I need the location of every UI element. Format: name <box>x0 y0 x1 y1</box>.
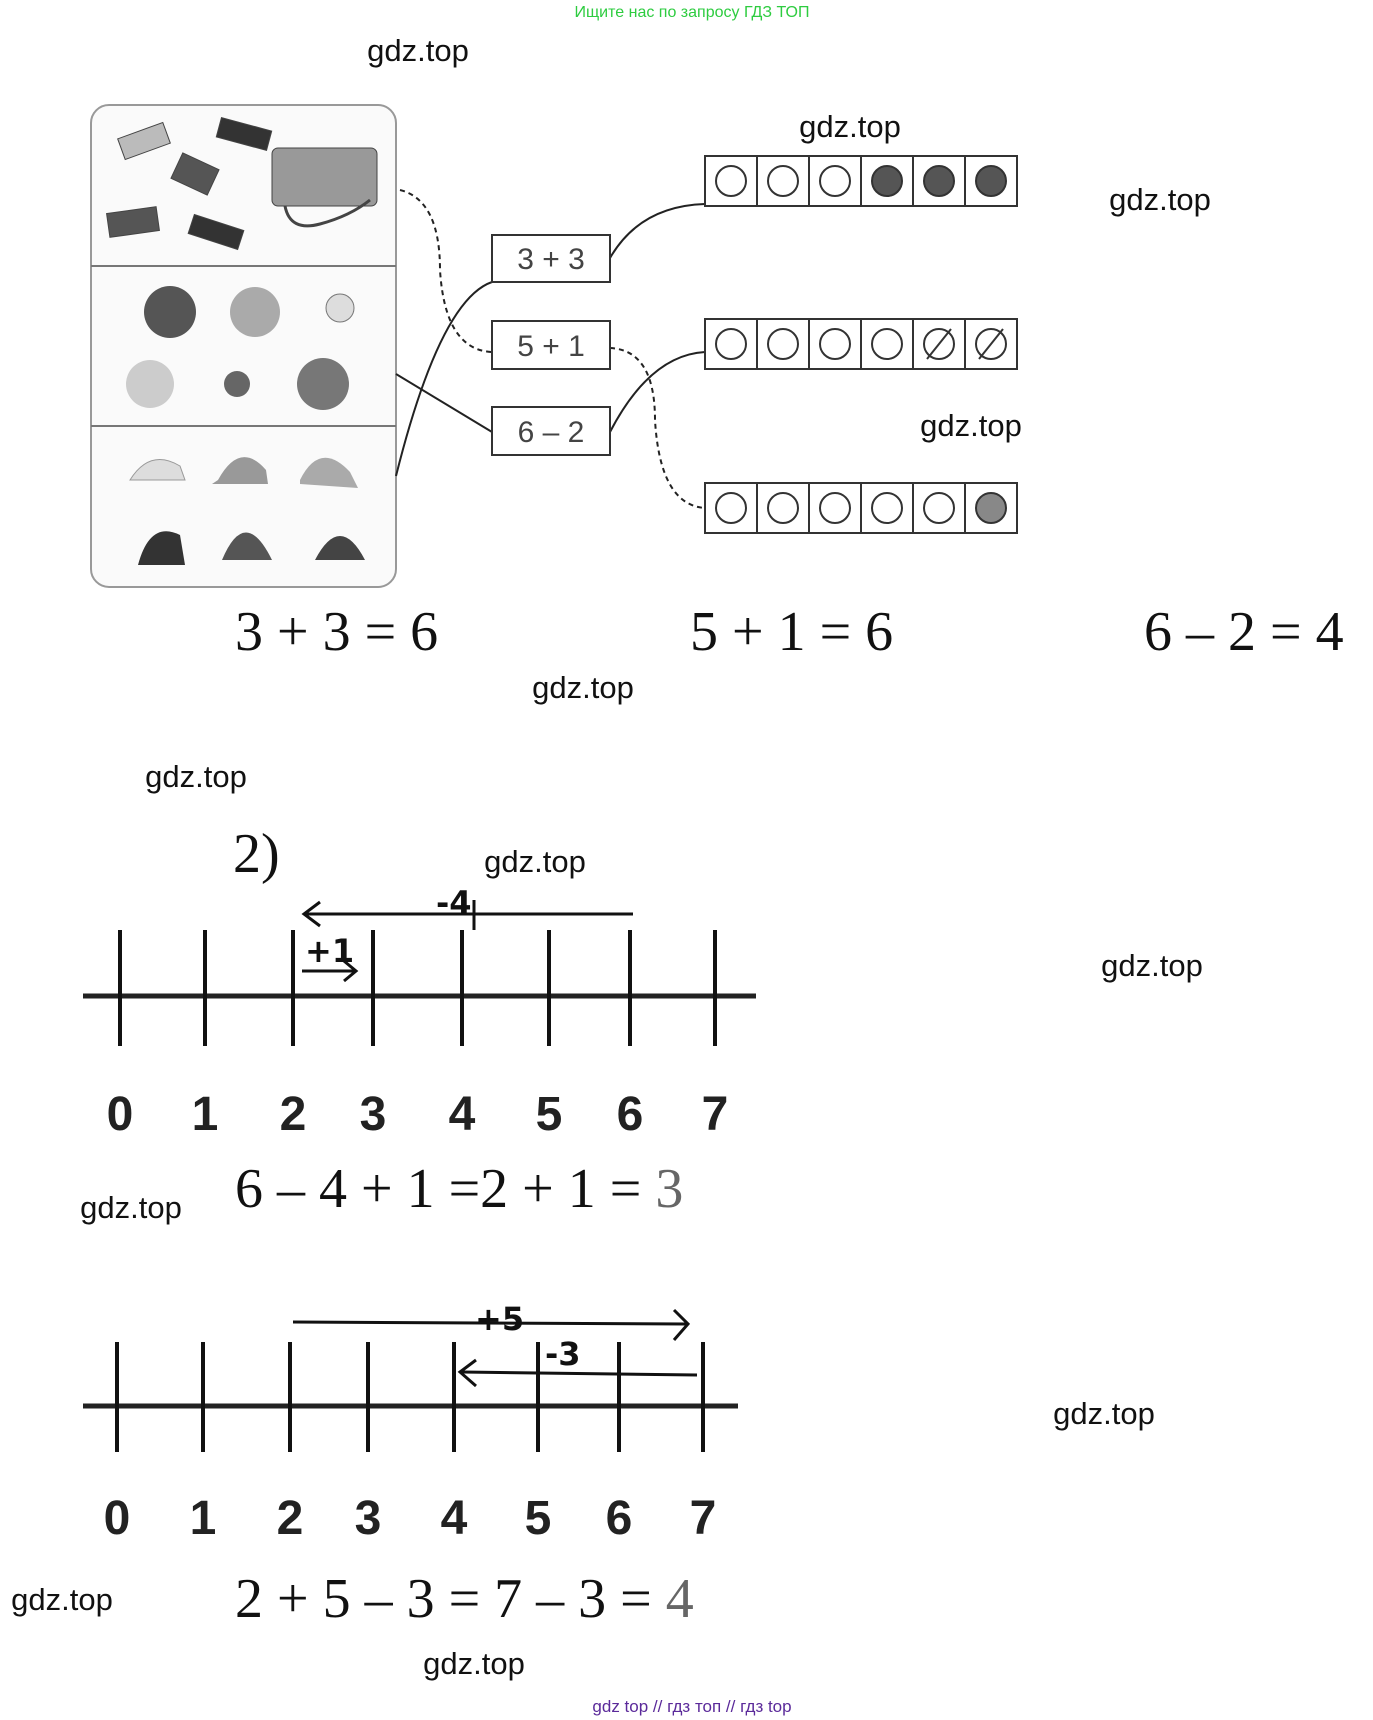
hats-image <box>129 457 365 565</box>
number-label: 1 <box>190 1492 217 1545</box>
filled-circle-icon <box>923 165 955 197</box>
watermark: gdz.top <box>1109 182 1211 217</box>
connector-lines <box>395 189 706 509</box>
shaded-circle-icon <box>975 492 1007 524</box>
watermark: gdz.top <box>484 844 586 879</box>
watermark: gdz.top <box>145 759 247 794</box>
watermark: gdz.top <box>1101 948 1203 983</box>
number-label: 4 <box>449 1088 476 1141</box>
answer: 4 <box>666 1568 694 1630</box>
picture-panel <box>90 104 397 588</box>
circle-row <box>704 155 1018 207</box>
number-label: 6 <box>617 1088 644 1141</box>
arrow-left-icon <box>457 1358 477 1388</box>
number-label: 4 <box>441 1492 468 1545</box>
answer: 3 <box>655 1158 683 1220</box>
watermark: gdz.top <box>532 670 634 705</box>
circle-row <box>704 318 1018 370</box>
empty-circle-icon <box>819 492 851 524</box>
jump-label: +1 <box>305 932 354 970</box>
empty-circle-icon <box>819 165 851 197</box>
jump-label: -3 <box>545 1335 581 1373</box>
expression-box: 3 + 3 <box>517 243 585 276</box>
empty-circle-icon <box>715 328 747 360</box>
watermark: gdz.top <box>11 1582 113 1617</box>
header-search-hint: Ищите нас по запросу ГДЗ ТОП <box>575 4 810 21</box>
watermark: gdz.top <box>367 33 469 68</box>
task-label: 2) <box>233 823 280 885</box>
empty-circle-icon <box>715 492 747 524</box>
books-image <box>106 116 378 251</box>
circle-row <box>704 482 1018 534</box>
watermark: gdz.top <box>1053 1396 1155 1431</box>
number-label: 5 <box>525 1492 552 1545</box>
footer-links[interactable]: gdz top // гдз топ // гдз top <box>592 1697 791 1716</box>
empty-circle-icon <box>819 328 851 360</box>
equation: 6 – 2 = 4 <box>1144 601 1344 663</box>
equation: 5 + 1 = 6 <box>690 601 893 663</box>
number-label: 2 <box>280 1088 307 1141</box>
equation: 3 + 3 = 6 <box>235 601 438 663</box>
filled-circle-icon <box>871 165 903 197</box>
filled-circle-icon <box>975 165 1007 197</box>
arrow-right-icon <box>343 959 359 983</box>
expression-boxes: 3 + 3 5 + 1 6 – 2 <box>491 234 611 456</box>
empty-circle-icon <box>871 328 903 360</box>
number-label: 2 <box>277 1492 304 1545</box>
circle-rows <box>704 155 1018 534</box>
watermark: gdz.top <box>920 408 1022 443</box>
expression-box: 5 + 1 <box>517 330 585 363</box>
number-label: 7 <box>690 1492 717 1545</box>
empty-circle-icon <box>923 492 955 524</box>
arrow-right-icon <box>672 1308 691 1341</box>
number-label: 5 <box>536 1088 563 1141</box>
number-label: 1 <box>192 1088 219 1141</box>
number-label: 3 <box>360 1088 387 1141</box>
empty-circle-icon <box>767 165 799 197</box>
empty-circle-icon <box>871 492 903 524</box>
empty-circle-icon <box>767 328 799 360</box>
number-label: 0 <box>104 1492 131 1545</box>
watermark: gdz.top <box>799 109 901 144</box>
number-label: 3 <box>355 1492 382 1545</box>
watermark: gdz.top <box>423 1646 525 1681</box>
apples-image <box>126 286 355 410</box>
equation: 2 + 5 – 3 = 7 – 3 = 4 <box>235 1568 694 1630</box>
jump-label: +5 <box>475 1300 524 1338</box>
empty-circle-icon <box>715 165 747 197</box>
number-label: 0 <box>107 1088 134 1141</box>
jump-label: -4 <box>436 884 472 922</box>
cell <box>964 482 1018 534</box>
watermarks: gdz.top gdz.top gdz.top gdz.top gdz.top … <box>11 33 1211 1681</box>
equation: 6 – 4 + 1 =2 + 1 = 3 <box>235 1158 683 1220</box>
number-label: 7 <box>702 1088 729 1141</box>
arrow-left-icon <box>301 900 321 928</box>
cell <box>808 155 862 207</box>
expression-box: 6 – 2 <box>518 416 585 449</box>
number-label: 6 <box>606 1492 633 1545</box>
watermark: gdz.top <box>80 1190 182 1225</box>
empty-circle-icon <box>767 492 799 524</box>
